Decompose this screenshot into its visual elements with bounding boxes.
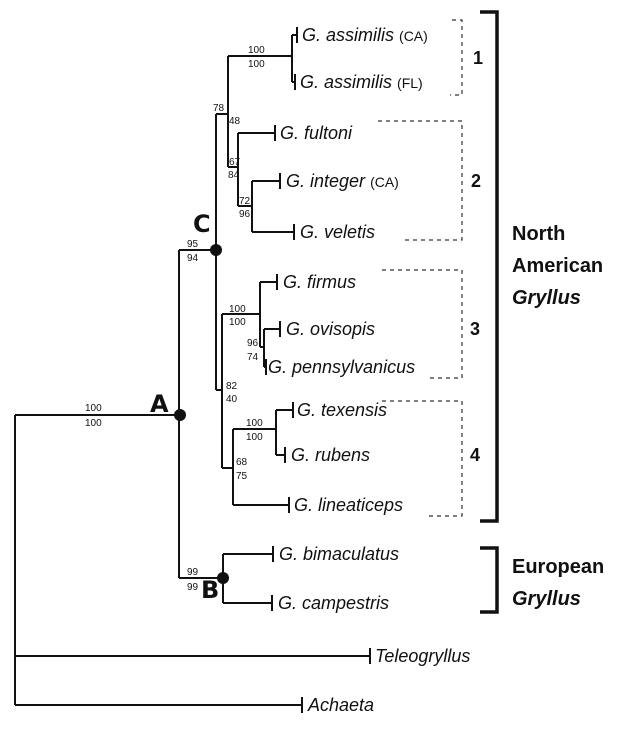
support-bottom: 100 [248, 59, 265, 70]
clade-number-1: 1 [473, 48, 483, 68]
node-label-b: B [201, 576, 219, 604]
north-american-bracket [480, 10, 499, 523]
node-label-a: A [150, 390, 169, 418]
clade-number-3: 3 [470, 319, 480, 339]
support-top: 78 [213, 103, 225, 114]
support-top: 100 [229, 304, 246, 315]
taxon-label: G. firmus [283, 272, 356, 292]
clade-number-2: 2 [471, 171, 481, 191]
group-label-genus: Gryllus [512, 287, 581, 309]
taxon-label: G. fultoni [280, 123, 353, 143]
support-bottom: 100 [85, 418, 102, 429]
support-top: 100 [246, 418, 263, 429]
taxon-label: G. integer (CA) [286, 171, 399, 191]
group-label-line: North [512, 223, 565, 245]
taxon-label: G. texensis [297, 400, 387, 420]
support-bottom: 75 [236, 471, 248, 482]
taxon-label: G. assimilis (FL) [300, 72, 423, 92]
support-top: 95 [187, 239, 199, 250]
support-top: 99 [187, 567, 199, 578]
taxon-label: G. bimaculatus [279, 544, 399, 564]
taxon-label: Teleogryllus [375, 646, 470, 666]
support-bottom: 48 [229, 116, 241, 127]
node-b-dot [217, 572, 229, 584]
support-top: 96 [247, 338, 259, 349]
support-bottom: 100 [229, 317, 246, 328]
support-top: 100 [248, 45, 265, 56]
support-bottom: 99 [187, 582, 199, 593]
node-a-dot [174, 409, 186, 421]
taxon-label: G. pennsylvanicus [268, 357, 415, 377]
taxon-label: G. veletis [300, 222, 375, 242]
node-label-c: C [193, 210, 211, 238]
support-top: 68 [236, 457, 248, 468]
support-top: 82 [226, 381, 238, 392]
group-label-line: European [512, 556, 604, 578]
clade-number-4: 4 [470, 445, 480, 465]
european-bracket [480, 546, 499, 614]
support-bottom: 94 [187, 253, 199, 264]
support-bottom: 100 [246, 432, 263, 443]
group-label-line: American [512, 255, 603, 277]
taxon-label: G. assimilis (CA) [302, 25, 428, 45]
taxon-label: Achaeta [307, 695, 374, 715]
support-top: 72 [239, 196, 251, 207]
support-bottom: 74 [247, 352, 259, 363]
taxon-labels: G. assimilis (CA) G. assimilis (FL) G. f… [268, 25, 470, 715]
support-top: 67 [229, 157, 241, 168]
node-dots [174, 244, 229, 584]
taxon-label: G. ovisopis [286, 319, 375, 339]
support-bottom: 40 [226, 394, 238, 405]
taxon-label: G. rubens [291, 445, 370, 465]
taxon-label: G. campestris [278, 593, 389, 613]
clade-brackets: 1 2 3 4 [378, 19, 483, 517]
group-label-genus: Gryllus [512, 588, 581, 610]
support-top: 100 [85, 403, 102, 414]
taxon-label: G. lineaticeps [294, 495, 403, 515]
support-bottom: 84 [228, 170, 240, 181]
support-values: 100 100 95 94 99 99 100 100 78 48 67 84 … [85, 45, 265, 593]
support-bottom: 96 [239, 209, 251, 220]
node-c-dot [210, 244, 222, 256]
